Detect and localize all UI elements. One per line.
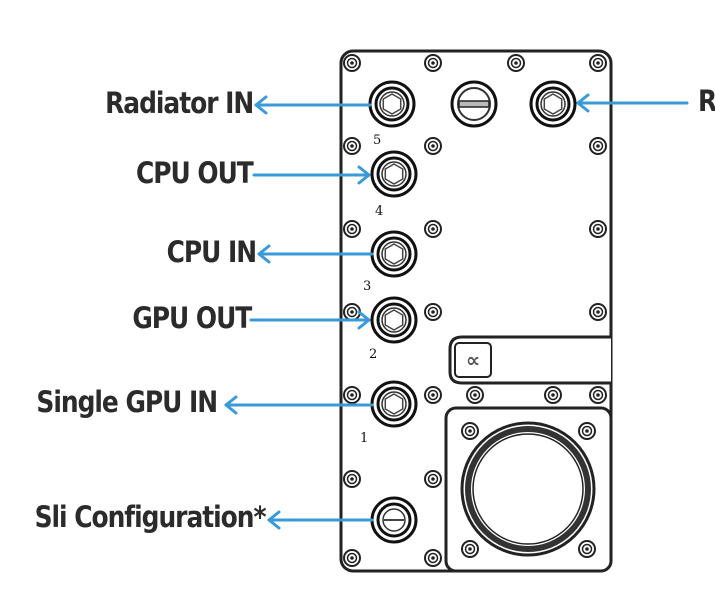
label-gpu-out: GPU OUT <box>132 301 252 335</box>
screw-icon <box>507 54 525 72</box>
port-cpu-in <box>370 230 418 278</box>
screw-icon <box>589 220 607 238</box>
arrow-cpu-out <box>252 165 371 185</box>
screw-icon <box>343 470 361 488</box>
screw-icon <box>424 470 442 488</box>
screw-icon <box>466 386 484 404</box>
screw-icon <box>578 540 596 558</box>
port-number-5: 5 <box>373 133 382 148</box>
port-radiator-in <box>368 80 416 128</box>
screw-icon <box>424 137 442 155</box>
arrow-radiator-out <box>576 93 689 113</box>
port-gpu-out <box>370 296 418 344</box>
arrow-gpu-out <box>249 310 371 330</box>
arrow-single-gpu-in <box>224 395 374 415</box>
screw-icon <box>461 540 479 558</box>
screw-icon <box>544 386 562 404</box>
label-cpu-out: CPU OUT <box>136 156 254 190</box>
label-single-gpu-in: Single GPU IN <box>36 385 218 419</box>
label-sli-configuration: Sli Configuration* <box>34 500 266 534</box>
screw-icon <box>424 220 442 238</box>
screw-icon <box>343 386 361 404</box>
port-cpu-out <box>370 150 418 198</box>
port-number-3: 3 <box>363 279 372 294</box>
screw-icon <box>461 422 479 440</box>
screw-icon <box>424 549 442 567</box>
arrow-radiator-in <box>254 95 372 115</box>
port-sli <box>370 496 418 544</box>
screw-icon <box>589 137 607 155</box>
plug-port <box>450 80 498 128</box>
port-number-2: 2 <box>369 347 378 362</box>
logo-badge <box>454 342 492 378</box>
screw-icon <box>343 137 361 155</box>
port-single-gpu-in <box>370 380 418 428</box>
screw-icon <box>589 386 607 404</box>
screw-icon <box>589 54 607 72</box>
arrow-cpu-in <box>257 244 374 264</box>
logo-icon: ∝ <box>466 348 480 372</box>
screw-icon <box>578 422 596 440</box>
label-cpu-in: CPU IN <box>166 235 258 269</box>
screw-icon <box>589 303 607 321</box>
label-radiator-out-partial: R <box>698 84 715 118</box>
arrow-sli-configuration <box>267 510 374 530</box>
screw-icon <box>424 54 442 72</box>
port-number-4: 4 <box>375 204 384 219</box>
screw-icon <box>343 54 361 72</box>
screw-icon <box>343 549 361 567</box>
screw-icon <box>424 386 442 404</box>
screw-icon <box>343 220 361 238</box>
port-radiator-out <box>529 80 577 128</box>
label-radiator-in: Radiator IN <box>104 86 254 120</box>
screw-icon <box>424 303 442 321</box>
port-number-1: 1 <box>360 431 369 446</box>
